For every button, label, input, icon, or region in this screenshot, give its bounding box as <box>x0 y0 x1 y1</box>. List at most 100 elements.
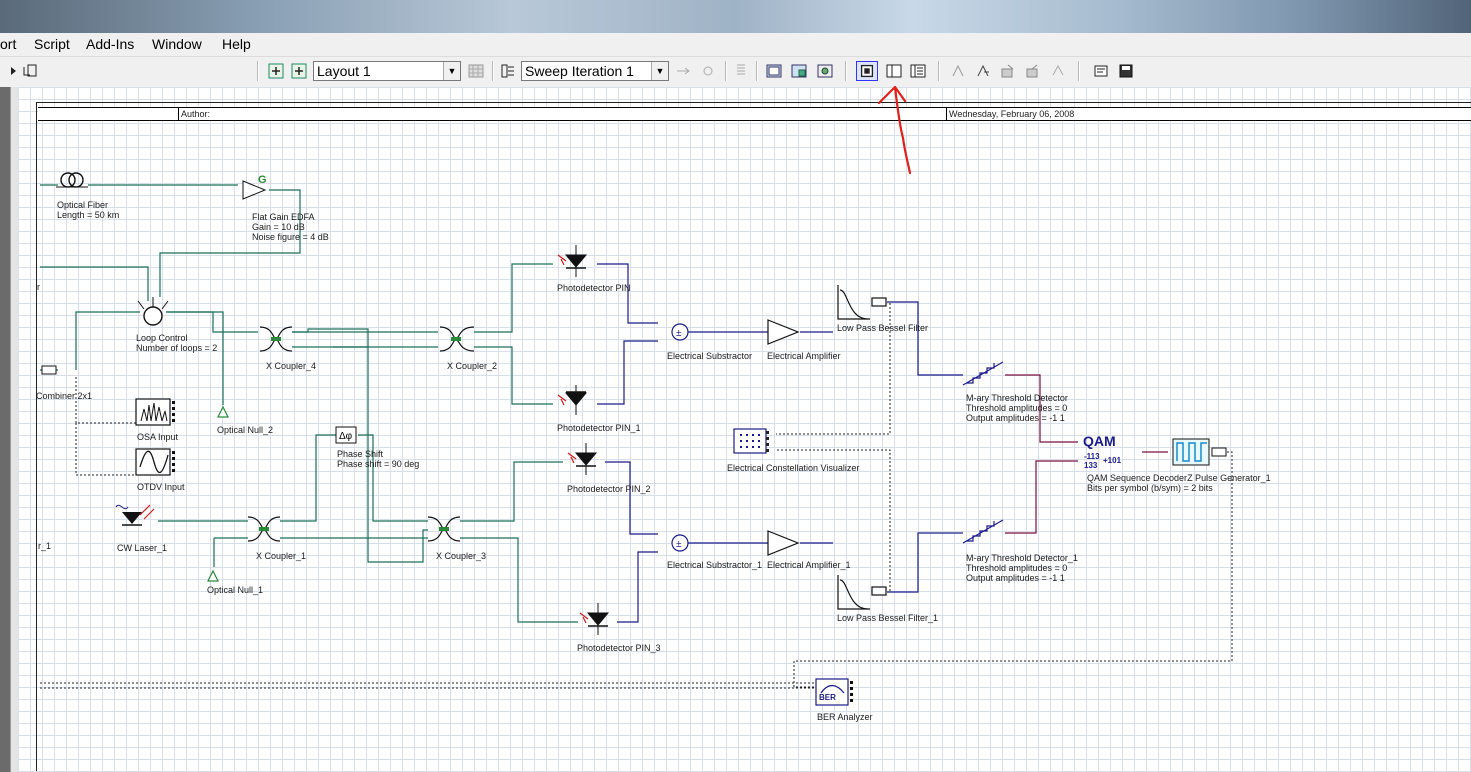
menu-item-report[interactable]: ort <box>0 36 17 52</box>
zoom-fit-icon[interactable] <box>817 63 833 79</box>
otdv-input-label: OTDV Input <box>137 482 185 492</box>
script-icon[interactable] <box>950 63 966 79</box>
optical-nulls[interactable] <box>207 405 229 582</box>
add-layout-icon[interactable] <box>268 63 284 79</box>
author-label: Author: <box>178 108 210 120</box>
toolbar-separator <box>725 61 727 81</box>
x-coupler-3-label: X Coupler_3 <box>436 551 487 561</box>
layout-canvas[interactable]: Author: Wednesday, February 06, 2008 <box>18 87 1471 772</box>
sweep-icon[interactable] <box>500 63 516 79</box>
play-icon[interactable] <box>6 63 22 79</box>
nrz-pulse-generator-component[interactable] <box>1172 438 1227 466</box>
optical-wires <box>40 184 578 623</box>
menu-item-help[interactable]: Help <box>222 36 251 52</box>
cw-laser-component[interactable] <box>115 504 155 526</box>
qam-digits-1: -113 <box>1084 452 1100 461</box>
menu-item-script[interactable]: Script <box>34 36 70 52</box>
x-coupler-4-label: X Coupler_4 <box>266 361 317 371</box>
chevron-down-icon[interactable]: ▼ <box>651 62 668 80</box>
subtractor-1-label: Electrical Substractor_1 <box>667 560 763 570</box>
unlink-icon[interactable] <box>700 63 716 79</box>
edfa-gain-symbol: G <box>258 174 267 186</box>
subtractor-signs: ±± <box>676 328 682 550</box>
loop-control-component[interactable] <box>137 297 169 326</box>
menu-item-add-ins[interactable]: Add-Ins <box>86 36 135 52</box>
print-preview-icon[interactable] <box>1093 63 1109 79</box>
menu-item-window[interactable]: Window <box>152 36 202 52</box>
threshold-detectors[interactable] <box>962 361 1004 544</box>
photodetectors[interactable] <box>564 245 610 635</box>
import-icon[interactable] <box>1025 63 1041 79</box>
ber-symbol: BER <box>819 693 836 702</box>
optical-null-2-label: Optical Null_2 <box>217 425 274 435</box>
svg-text:±: ± <box>676 328 682 339</box>
optical-null-1-label: Optical Null_1 <box>207 585 264 595</box>
otdv-input-component[interactable] <box>135 448 175 476</box>
toolbar-separator <box>492 61 494 81</box>
cw-laser-label: CW Laser_1 <box>117 543 168 553</box>
amplifier-1-label: Electrical Amplifier_1 <box>767 560 851 570</box>
save-icon[interactable] <box>1118 63 1134 79</box>
layout-select[interactable]: Layout 1 ▼ <box>313 61 461 81</box>
toolbar-separator <box>845 61 847 81</box>
osa-input-component[interactable] <box>135 398 175 426</box>
splitter[interactable] <box>10 87 19 772</box>
sheet-header: Author: Wednesday, February 06, 2008 <box>38 107 1471 121</box>
step-icon[interactable] <box>22 63 38 79</box>
svg-text:Δφ: Δφ <box>339 431 353 442</box>
combiner-port[interactable] <box>41 365 57 375</box>
report-icon[interactable] <box>733 63 749 79</box>
page-view-icon[interactable] <box>766 63 782 79</box>
toolbar-separator <box>257 61 259 81</box>
left-panel-edge <box>0 87 10 772</box>
chevron-down-icon[interactable]: ▼ <box>443 62 460 80</box>
layout-only-view-icon[interactable] <box>886 63 902 79</box>
combiner-label: Combiner 2x1 <box>36 391 93 401</box>
constellation-visualizer[interactable] <box>733 428 769 454</box>
svg-text:±: ± <box>676 539 682 550</box>
photodetector-pin-1-label: Photodetector PIN_1 <box>557 423 641 433</box>
subtractors[interactable] <box>671 323 689 552</box>
amplifier-label: Electrical Amplifier <box>767 351 841 361</box>
bessel-filters[interactable] <box>837 285 887 610</box>
qam-decoder-label: QAM Sequence DecoderZ Pulse Generator_1 … <box>1087 473 1271 493</box>
nrz-label: Z Pulse Generator_1 <box>1187 473 1271 483</box>
annotation-arrow-icon <box>877 85 912 175</box>
link-icon[interactable] <box>675 63 691 79</box>
qam-digits-3: 133 <box>1084 461 1098 470</box>
sweep-select[interactable]: Sweep Iteration 1 ▼ <box>521 61 669 81</box>
ber-analyzer-component[interactable] <box>815 678 853 706</box>
script-run-icon[interactable] <box>975 63 991 79</box>
partial-label-r1: r_1 <box>38 541 52 551</box>
window-titlebar <box>0 0 1471 33</box>
refresh-icon[interactable] <box>1050 63 1066 79</box>
sweep-select-value: Sweep Iteration 1 <box>525 63 634 79</box>
panel-view-icon[interactable] <box>910 63 926 79</box>
light-arrows <box>557 254 589 624</box>
subtractor-label: Electrical Substractor <box>667 351 753 361</box>
menu-bar: ort Script Add-Ins Window Help <box>0 33 1471 55</box>
main-layout-view-icon[interactable] <box>856 61 878 81</box>
edfa-component[interactable] <box>242 180 267 200</box>
export-icon[interactable] <box>1000 63 1016 79</box>
electrical-amplifiers[interactable] <box>767 319 800 556</box>
grid-icon[interactable] <box>468 63 484 79</box>
optical-fiber-component[interactable] <box>56 172 88 188</box>
layout-properties-icon[interactable] <box>291 63 307 79</box>
x-coupler-2-label: X Coupler_2 <box>447 361 498 371</box>
bessel-filter-1-label: Low Pass Bessel Filter_1 <box>837 613 939 623</box>
coupler-centers <box>259 337 461 531</box>
partial-label-r: r <box>37 282 40 292</box>
photodetector-pin-3-label: Photodetector PIN_3 <box>577 643 661 653</box>
phase-shift-component[interactable]: Δφ <box>335 426 357 444</box>
ber-analyzer-label: BER Analyzer <box>817 712 873 722</box>
split-view-icon[interactable] <box>791 63 807 79</box>
x-coupler-shapes[interactable] <box>247 326 475 542</box>
qam-digits-2: +101 <box>1103 456 1122 465</box>
qam-symbol: QAM <box>1083 433 1116 449</box>
x-coupler-1-label: X Coupler_1 <box>256 551 307 561</box>
